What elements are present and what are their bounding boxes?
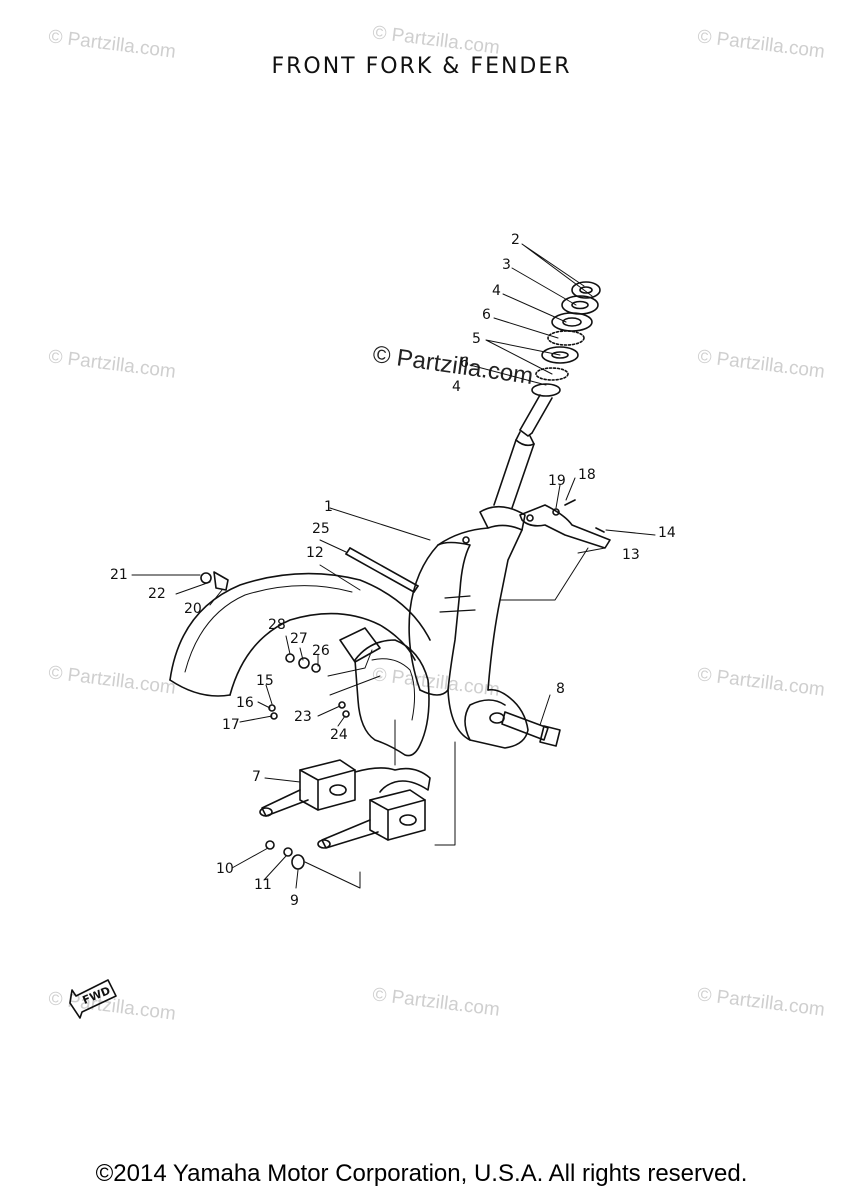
callout-2: 2 — [511, 232, 520, 248]
callout-16: 16 — [236, 695, 254, 711]
callout-9: 9 — [290, 893, 299, 909]
callout-24: 24 — [330, 727, 348, 743]
stopper-bar — [345, 547, 419, 593]
callout-28: 28 — [268, 617, 286, 633]
steering-stem — [493, 394, 553, 509]
callout-20: 20 — [184, 601, 202, 617]
callout-1: 1 — [324, 499, 333, 515]
fwd-arrow-icon — [69, 979, 117, 1019]
callout-17: 17 — [222, 717, 240, 733]
callout-6: 6 — [482, 307, 491, 323]
callout-5: 5 — [472, 331, 481, 347]
callout-27: 27 — [290, 631, 308, 647]
fender-flap — [339, 627, 430, 757]
callout-3: 3 — [502, 257, 511, 273]
page-title: FRONT FORK & FENDER — [271, 54, 572, 79]
callout-23: 23 — [294, 709, 312, 725]
callout-6b: 6 — [460, 355, 469, 371]
callout-15: 15 — [256, 673, 274, 689]
callout-19: 19 — [548, 473, 566, 489]
callout-10: 10 — [216, 861, 234, 877]
callout-22: 22 — [148, 586, 166, 602]
callout-26: 26 — [312, 643, 330, 659]
callout-18: 18 — [578, 467, 596, 483]
bearing-stack — [531, 281, 601, 397]
callout-12: 12 — [306, 545, 324, 561]
front-fork — [408, 505, 529, 749]
callout-4: 4 — [492, 283, 501, 299]
callout-25: 25 — [312, 521, 330, 537]
leader-lines — [131, 243, 656, 889]
front-fender — [169, 572, 431, 697]
callout-13: 13 — [622, 547, 640, 563]
callout-7: 7 — [252, 769, 261, 785]
callout-4b: 4 — [452, 379, 461, 395]
axle-brackets — [259, 759, 431, 849]
callout-14: 14 — [658, 525, 676, 541]
bolt-8 — [501, 711, 561, 747]
fender-stay-bracket — [519, 504, 611, 549]
callout-8: 8 — [556, 681, 565, 697]
callout-11: 11 — [254, 877, 272, 893]
copyright-footer: ©2014 Yamaha Motor Corporation, U.S.A. A… — [95, 1160, 748, 1187]
callout-21: 21 — [110, 567, 128, 583]
